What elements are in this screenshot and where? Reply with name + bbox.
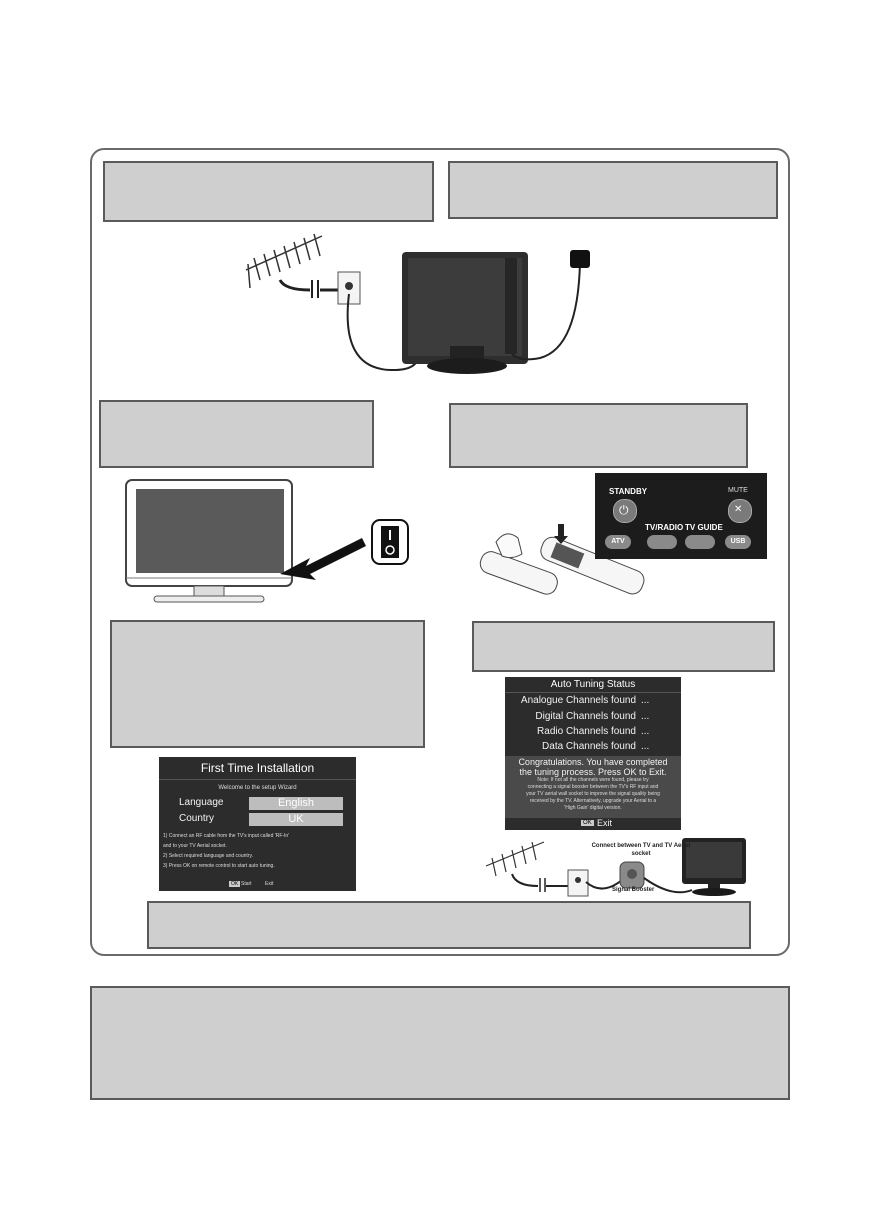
fti-language-label: Language bbox=[179, 797, 224, 808]
ats-row-label: Radio Channels found bbox=[537, 726, 636, 737]
standby-button[interactable]: ⏻ bbox=[613, 499, 637, 523]
step-box-7 bbox=[147, 901, 751, 949]
tv-front-illustration bbox=[125, 479, 409, 603]
ats-row-value: ... bbox=[641, 711, 650, 722]
ats-ok-key[interactable]: OK bbox=[581, 820, 594, 826]
ats-note-1: Note: If not all the channels were found… bbox=[537, 777, 649, 783]
ats-message-panel: Congratulations. You have completed the … bbox=[505, 756, 681, 818]
booster-connect-line2: socket bbox=[631, 851, 651, 857]
booster-connect-line1: Connect between TV and TV Aerial bbox=[591, 843, 691, 849]
ats-note-3: your TV aerial wall socket to improve th… bbox=[526, 791, 660, 797]
ats-note-4: received by the TV. Alternatively, upgra… bbox=[529, 798, 657, 804]
aerial-icon bbox=[245, 233, 323, 289]
tvradio-label: TV/RADIO bbox=[645, 523, 684, 532]
ats-row-label: Data Channels found bbox=[542, 741, 636, 752]
step-box-3 bbox=[99, 400, 374, 468]
fti-country-label: Country bbox=[179, 813, 215, 824]
signal-booster-icon bbox=[619, 861, 645, 889]
ats-exit-label: Exit bbox=[597, 818, 613, 828]
step-box-1 bbox=[103, 161, 434, 222]
fti-step1a: 1) Connect an RF cable from the TV's inp… bbox=[163, 833, 290, 839]
tv-rear-icon bbox=[402, 252, 528, 374]
fti-start-label: Start bbox=[241, 881, 252, 887]
ats-row-label: Digital Channels found bbox=[535, 711, 636, 722]
mute-button[interactable]: ✕ bbox=[728, 499, 752, 523]
step-box-2 bbox=[448, 161, 778, 219]
remote-back-icon bbox=[479, 551, 558, 595]
battery-arrow-icon bbox=[554, 524, 568, 544]
tvguide-label: TV GUIDE bbox=[685, 523, 723, 532]
tvguide-button[interactable] bbox=[685, 535, 715, 549]
aerial-cable bbox=[278, 279, 311, 292]
ats-note-5: 'High Gain' digital version. bbox=[564, 805, 622, 811]
step-box-5 bbox=[110, 620, 425, 748]
ats-row-label: Analogue Channels found bbox=[520, 695, 636, 706]
ats-note-2: connecting a signal booster between the … bbox=[527, 784, 659, 790]
hand-icon bbox=[495, 533, 523, 559]
ats-congrats-1: Congratulations. You have completed bbox=[518, 757, 668, 767]
fti-welcome: Welcome to the setup Wizard bbox=[218, 785, 297, 791]
ats-row-value: ... bbox=[641, 741, 650, 752]
atv-button[interactable]: ATV bbox=[605, 535, 631, 549]
mute-label: MUTE bbox=[728, 487, 748, 494]
connection-illustration bbox=[245, 233, 590, 374]
remote-buttons-panel: STANDBY ⏻ MUTE ✕ TV/RADIO TV GUIDE ATV U… bbox=[595, 473, 767, 559]
step-box-6 bbox=[472, 621, 775, 672]
power-cable bbox=[511, 261, 581, 361]
standby-label: STANDBY bbox=[609, 487, 648, 496]
ats-row-2: Radio Channels found ... bbox=[505, 726, 681, 741]
fti-step2: 2) Select required language and country. bbox=[163, 853, 253, 859]
fti-step1b: and to your TV Aerial socket. bbox=[163, 843, 227, 849]
booster-connect-label: Connect between TV and TV Aerial socket bbox=[586, 842, 696, 858]
instructions-frame bbox=[90, 148, 790, 956]
mute-icon: ✕ bbox=[734, 504, 743, 515]
fti-country-field[interactable]: UK bbox=[249, 813, 343, 826]
ats-title: Auto Tuning Status bbox=[505, 677, 681, 693]
ats-row-0: Analogue Channels found ... bbox=[505, 695, 681, 710]
ats-row-3: Data Channels found ... bbox=[505, 741, 681, 756]
remote-batteries-illustration bbox=[479, 524, 645, 595]
power-icon: ⏻ bbox=[619, 503, 629, 517]
arrow-icon bbox=[280, 538, 366, 580]
ats-congrats-2: the tuning process. Press OK to Exit. bbox=[519, 767, 667, 777]
ats-row-value: ... bbox=[641, 695, 650, 706]
fti-language-field[interactable]: English bbox=[249, 797, 343, 810]
fti-exit-label: Exit bbox=[265, 881, 274, 887]
fti-title: First Time Installation bbox=[159, 757, 356, 780]
power-switch-icon bbox=[371, 519, 409, 565]
usb-button[interactable]: USB bbox=[725, 535, 751, 549]
ats-row-value: ... bbox=[641, 726, 650, 737]
fti-ok-key[interactable]: OK bbox=[229, 881, 241, 887]
ats-row-1: Digital Channels found ... bbox=[505, 711, 681, 726]
auto-tuning-status-screen: Auto Tuning Status Analogue Channels fou… bbox=[505, 677, 681, 830]
footer-box bbox=[90, 986, 790, 1100]
power-adapter-icon bbox=[570, 250, 590, 268]
tv-icon bbox=[682, 838, 746, 896]
fti-step3: 3) Press OK on remote control to start a… bbox=[163, 863, 275, 869]
first-time-installation-screen: First Time Installation Welcome to the s… bbox=[159, 757, 356, 891]
signal-booster-illustration bbox=[485, 838, 746, 897]
tvradio-button[interactable] bbox=[647, 535, 677, 549]
signal-booster-label: Signal Booster bbox=[612, 887, 655, 893]
aerial-icon bbox=[485, 841, 545, 877]
step-box-4 bbox=[449, 403, 748, 468]
